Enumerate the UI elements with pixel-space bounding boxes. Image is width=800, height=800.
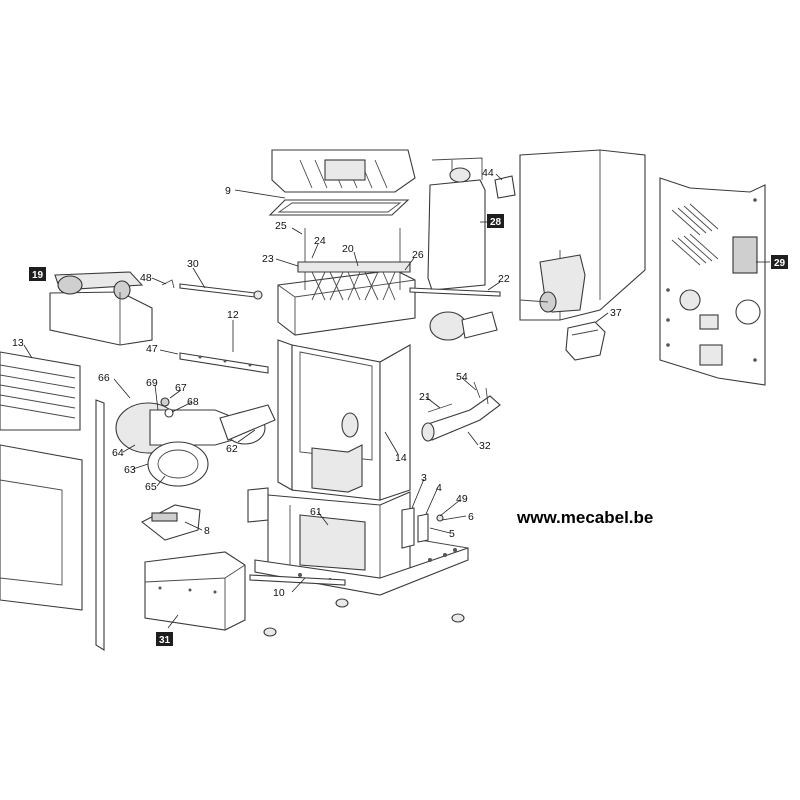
control-panel-29 bbox=[659, 177, 766, 386]
svg-text:19: 19 bbox=[32, 270, 44, 281]
label-37: 37 bbox=[610, 307, 622, 319]
main-body-frame bbox=[254, 269, 469, 596]
leader-lines bbox=[23, 173, 770, 629]
gasket-9 bbox=[268, 199, 410, 216]
label-6: 6 bbox=[468, 511, 474, 523]
boxed-label-31: 31 bbox=[156, 632, 173, 646]
bracket-12 bbox=[179, 352, 269, 374]
label-4: 4 bbox=[436, 482, 442, 494]
motor-37 bbox=[565, 321, 606, 361]
rod-22 bbox=[409, 287, 501, 297]
bar-10 bbox=[249, 574, 346, 586]
svg-text:29: 29 bbox=[774, 258, 786, 269]
label-68: 68 bbox=[187, 396, 199, 408]
component-8 bbox=[140, 504, 201, 541]
label-24: 24 bbox=[314, 235, 326, 247]
feet bbox=[263, 598, 465, 637]
front-door-13 bbox=[0, 351, 105, 651]
label-20: 20 bbox=[342, 243, 354, 255]
label-48: 48 bbox=[140, 272, 152, 284]
label-10: 10 bbox=[273, 587, 285, 599]
label-65: 65 bbox=[145, 481, 157, 493]
part-number-labels: 9 25 24 23 20 26 44 22 37 48 30 12 47 13… bbox=[12, 167, 622, 599]
convection-fan-19 bbox=[49, 271, 153, 346]
label-62: 62 bbox=[226, 443, 238, 455]
turbulators bbox=[297, 228, 411, 301]
label-66: 66 bbox=[98, 372, 110, 384]
label-12: 12 bbox=[227, 309, 239, 321]
label-26: 26 bbox=[412, 249, 424, 261]
exhaust-fan-assembly bbox=[115, 397, 276, 487]
label-49: 49 bbox=[456, 493, 468, 505]
pipe-32 bbox=[421, 381, 501, 442]
label-63: 63 bbox=[124, 464, 136, 476]
label-23: 23 bbox=[262, 253, 274, 265]
label-30: 30 bbox=[187, 258, 199, 270]
label-61: 61 bbox=[310, 506, 322, 518]
boxed-label-28: 28 bbox=[487, 214, 504, 228]
label-69: 69 bbox=[146, 377, 158, 389]
label-44: 44 bbox=[482, 167, 494, 179]
website-url: www.mecabel.be bbox=[517, 508, 654, 527]
label-9: 9 bbox=[225, 185, 231, 197]
svg-text:28: 28 bbox=[490, 217, 502, 228]
label-14: 14 bbox=[395, 452, 407, 464]
label-64: 64 bbox=[112, 447, 124, 459]
rod-30 bbox=[161, 279, 263, 300]
label-5: 5 bbox=[449, 528, 455, 540]
pump bbox=[429, 311, 498, 341]
svg-text:31: 31 bbox=[159, 635, 171, 646]
hopper-auger bbox=[519, 149, 646, 321]
heat-exchanger-top bbox=[271, 149, 416, 193]
label-25: 25 bbox=[275, 220, 287, 232]
label-8: 8 bbox=[204, 525, 210, 537]
label-21: 21 bbox=[419, 391, 431, 403]
label-32: 32 bbox=[479, 440, 491, 452]
boxed-label-19: 19 bbox=[29, 267, 46, 281]
boxed-label-29: 29 bbox=[771, 255, 788, 269]
label-47: 47 bbox=[146, 343, 158, 355]
label-54: 54 bbox=[456, 371, 468, 383]
label-22: 22 bbox=[498, 273, 510, 285]
bracket-44 bbox=[494, 175, 516, 199]
side-brackets bbox=[247, 487, 444, 549]
label-67: 67 bbox=[175, 382, 187, 394]
label-13: 13 bbox=[12, 337, 24, 349]
ash-drawer-31 bbox=[144, 551, 246, 631]
tank-28 bbox=[427, 157, 486, 291]
label-3: 3 bbox=[421, 472, 427, 484]
